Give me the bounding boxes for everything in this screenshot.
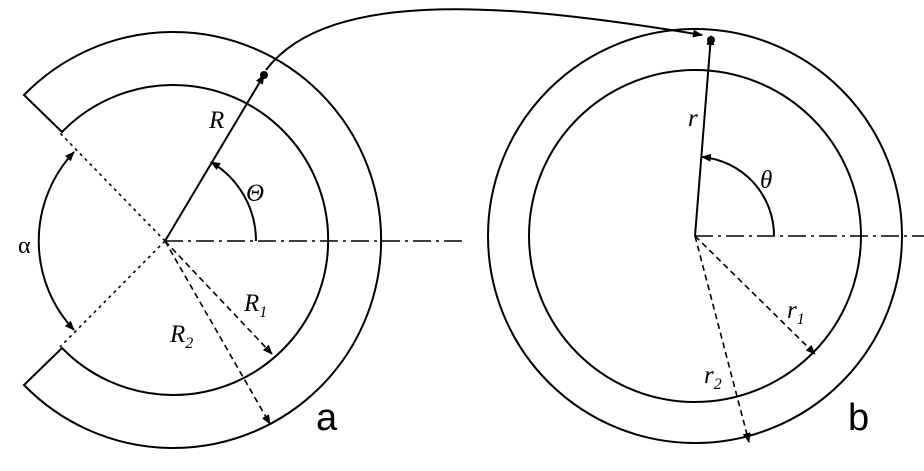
material-point-b: [707, 36, 715, 44]
panel-a: [22, 31, 465, 449]
material-point-a: [260, 71, 268, 79]
panel-a-label: a: [316, 397, 338, 439]
R-radius-vector: [164, 74, 265, 242]
alpha-label: α: [18, 233, 31, 259]
R2-radius: [164, 240, 271, 425]
panel-b-label: b: [848, 397, 869, 439]
theta-label: θ: [760, 167, 772, 194]
r2-label: r2: [704, 362, 722, 393]
cut-annulus-outline: [22, 31, 383, 449]
r-radius-vector: [694, 35, 715, 237]
R-label: R: [208, 107, 224, 134]
cut-line-upper: [59, 132, 166, 242]
alpha-arc: [37, 151, 75, 331]
Theta-label: Θ: [246, 180, 264, 207]
r-label: r: [688, 105, 698, 132]
R1-radius: [164, 240, 273, 355]
Theta-arc: [210, 161, 257, 242]
cut-line-lower: [59, 240, 166, 348]
r2-radius: [694, 235, 751, 443]
mapping-arrow: [265, 8, 703, 71]
r1-radius: [694, 235, 816, 355]
r1-label: r1: [787, 297, 805, 328]
R2-label: R2: [169, 321, 193, 352]
outer-circle-b: [487, 28, 903, 444]
panel-b: [487, 28, 924, 444]
R1-label: R1: [243, 290, 267, 321]
theta-arc: [701, 153, 776, 237]
